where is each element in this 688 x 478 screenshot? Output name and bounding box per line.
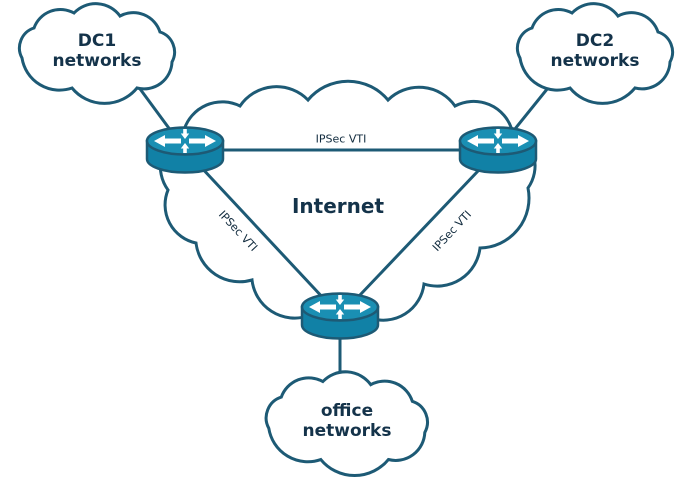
link-label-dc1-dc2: IPSec VTI: [315, 132, 367, 146]
router-icon-office: [300, 292, 380, 340]
router-icon-dc2: [458, 126, 538, 174]
link-dc2-office: [338, 148, 500, 318]
internet-cloud-label: Internet: [291, 194, 385, 218]
office-cloud-label: office networks: [302, 400, 392, 441]
dc1-cloud-label: DC1 networks: [52, 30, 142, 71]
internet-cloud: [158, 79, 537, 334]
dc2-cloud-label: DC2 networks: [550, 30, 640, 71]
router-icon-dc1: [145, 126, 225, 174]
link-dc1-office: [183, 148, 342, 318]
